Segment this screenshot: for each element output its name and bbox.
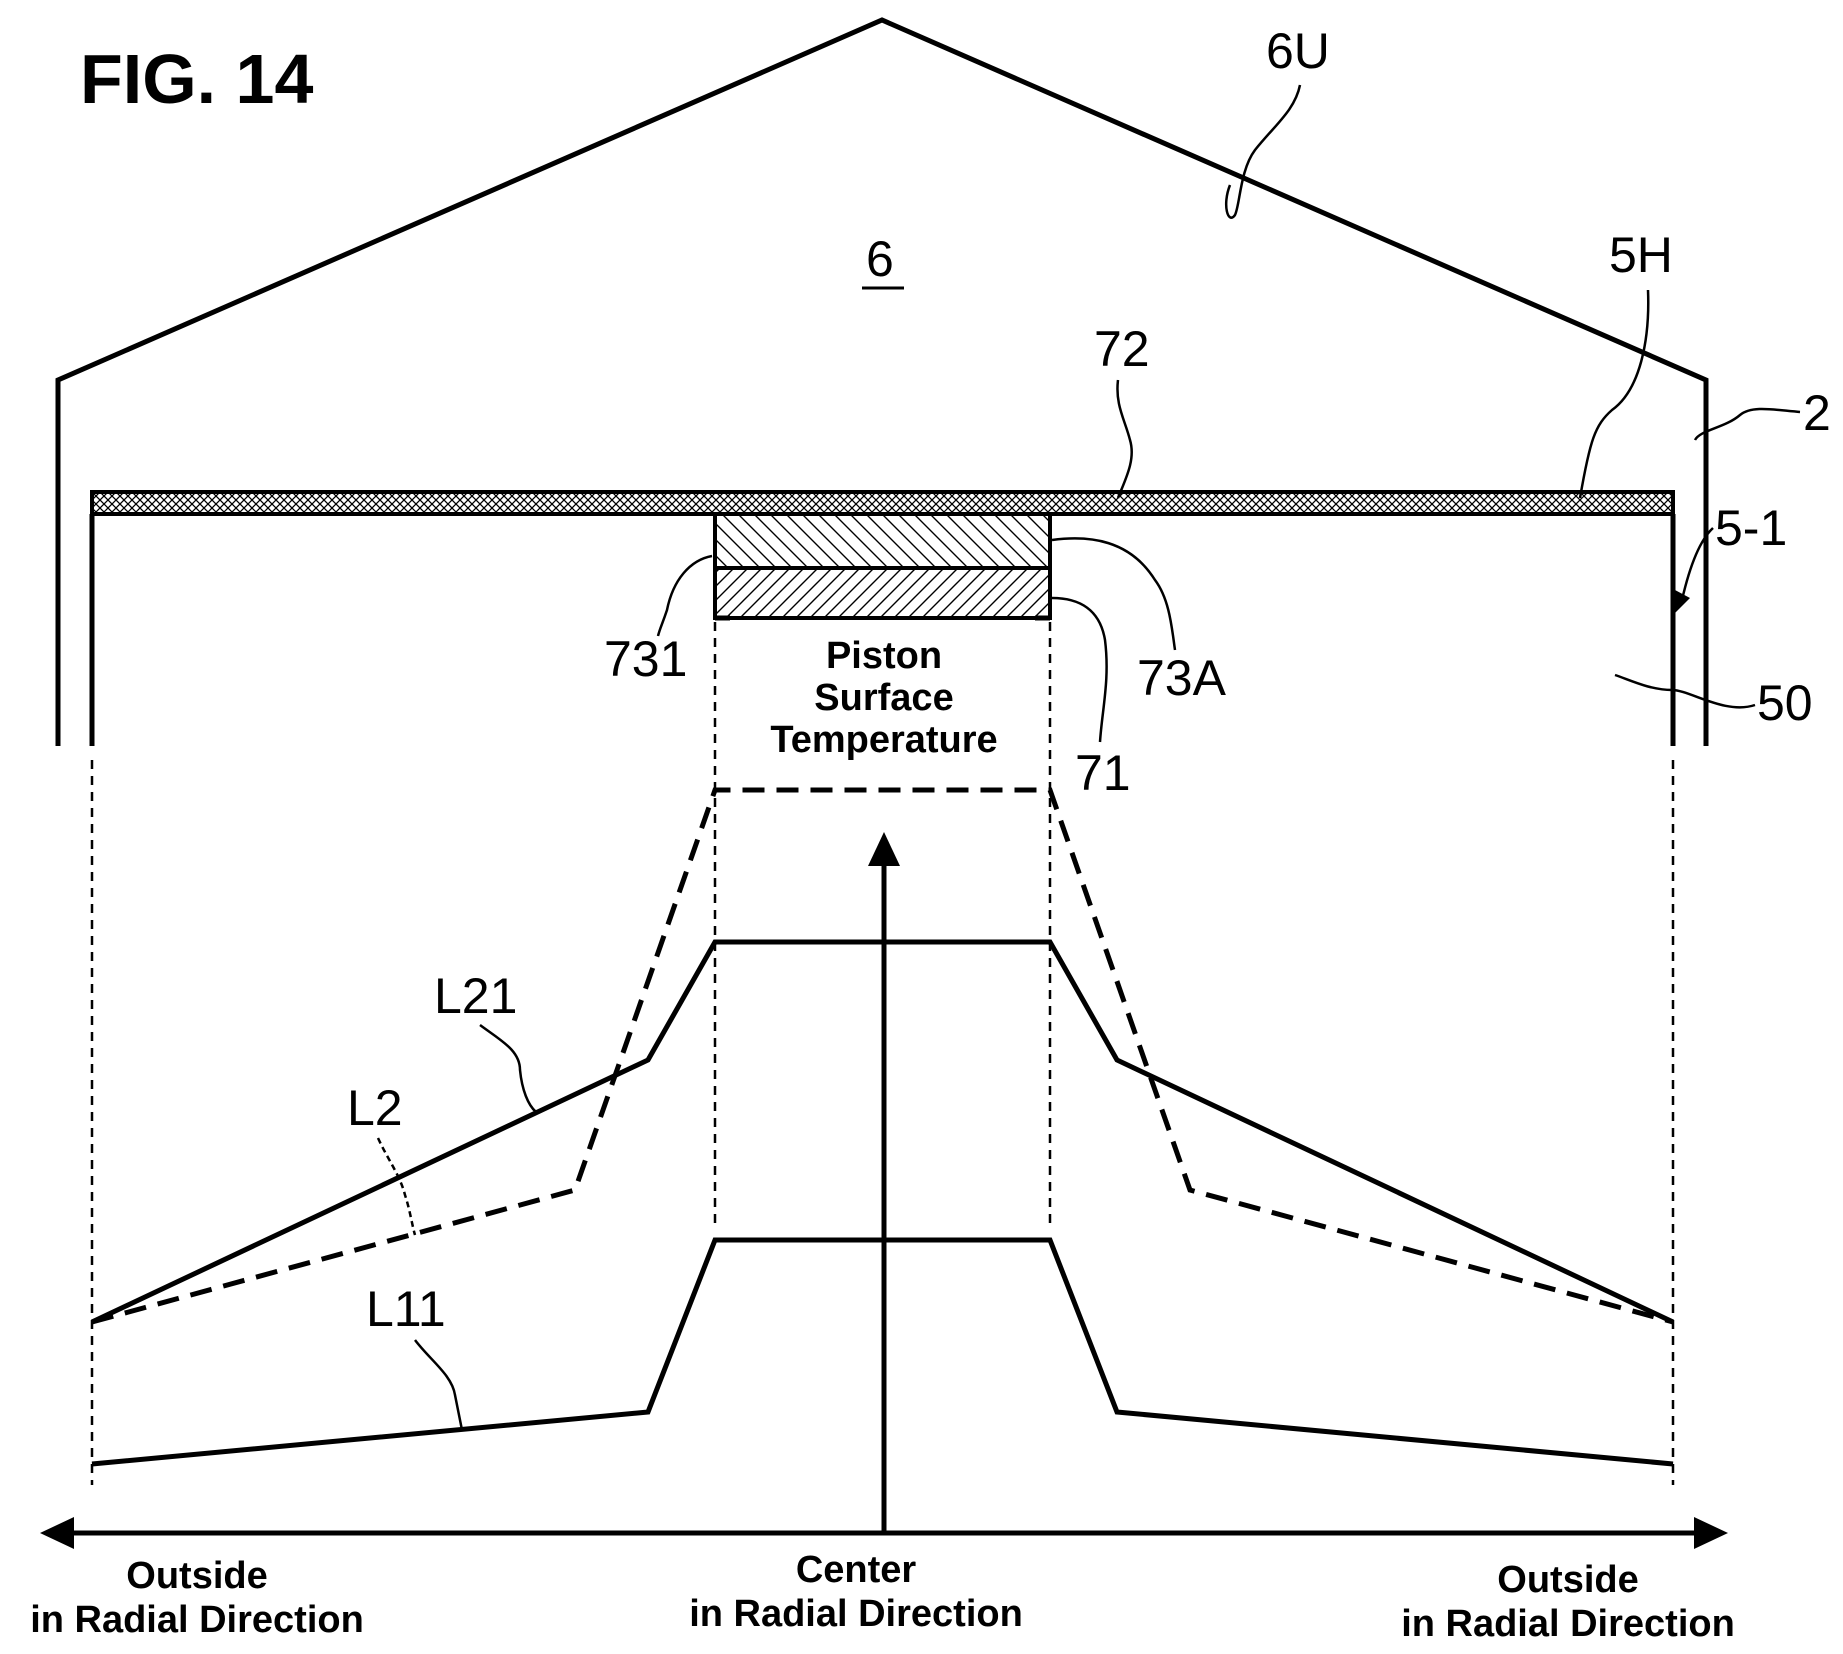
x-label-right-2: in Radial Direction (1401, 1603, 1735, 1645)
y-axis-label-3: Temperature (770, 719, 997, 761)
x-label-center-1: Center (796, 1549, 917, 1591)
leader-L11 (415, 1340, 462, 1430)
leader-73A (1052, 538, 1175, 650)
leader-71 (1052, 598, 1107, 742)
label-72: 72 (1094, 321, 1150, 377)
y-axis-label-1: Piston (826, 635, 942, 677)
layer-71 (715, 568, 1050, 618)
layer-72 (92, 492, 1673, 514)
leader-50 (1615, 675, 1755, 707)
label-50: 50 (1757, 675, 1813, 731)
layer-73A (715, 514, 1050, 568)
label-5-1: 5-1 (1715, 500, 1787, 556)
leader-2 (1695, 409, 1800, 440)
label-L11: L11 (366, 1281, 446, 1337)
arrow-5-1 (1673, 590, 1690, 615)
label-6U: 6U (1266, 23, 1330, 79)
y-axis-label-2: Surface (814, 677, 953, 719)
x-axis-arrowhead-right (1694, 1517, 1728, 1549)
label-L21: L21 (434, 968, 517, 1024)
figure-title: FIG. 14 (80, 40, 313, 118)
x-label-left-2: in Radial Direction (30, 1599, 364, 1641)
x-label-right-1: Outside (1497, 1559, 1638, 1601)
leader-731 (658, 556, 712, 636)
label-71: 71 (1075, 745, 1131, 801)
label-2: 2 (1803, 385, 1831, 441)
leader-72 (1117, 380, 1131, 498)
leader-L21 (480, 1025, 536, 1112)
label-5H: 5H (1609, 227, 1673, 283)
label-73A: 73A (1137, 650, 1227, 706)
label-731: 731 (604, 631, 687, 687)
x-label-center-2: in Radial Direction (689, 1593, 1023, 1635)
x-axis-arrowhead-left (40, 1517, 74, 1549)
leader-5H (1580, 290, 1648, 498)
label-L2: L2 (347, 1080, 403, 1136)
y-axis-arrowhead (868, 832, 900, 866)
x-label-left-1: Outside (126, 1555, 267, 1597)
label-6: 6 (866, 231, 894, 287)
